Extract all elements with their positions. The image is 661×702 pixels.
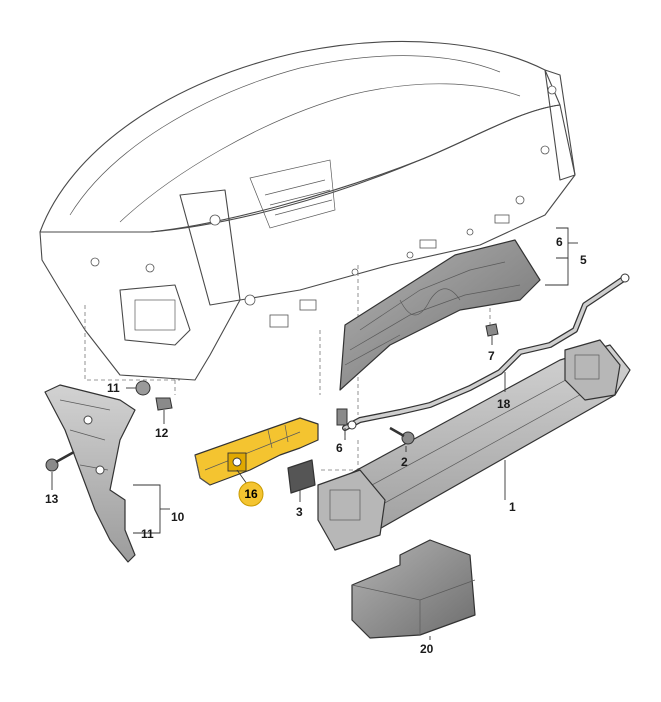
trunk-floor — [249, 159, 336, 229]
callout-labels: 6 5 7 18 6 2 3 1 20 11 12 13 10 11 16 — [45, 235, 587, 656]
fasteners — [45, 323, 499, 472]
part-3-pad — [287, 459, 316, 494]
callout-10: 10 — [171, 510, 185, 524]
callout-6-upper: 6 — [556, 235, 563, 249]
right-body-side — [544, 69, 576, 181]
part-11-clip — [135, 380, 151, 396]
callout-1: 1 — [509, 500, 516, 514]
callout-6-lower: 6 — [336, 441, 343, 455]
leader-lines — [51, 227, 578, 640]
rear-glass-roof — [39, 40, 561, 233]
callout-16: 16 — [244, 487, 258, 501]
left-taillight-cavity — [119, 284, 191, 346]
left-cavity-inner — [134, 299, 176, 331]
roof-reflection — [69, 55, 501, 216]
part-13-screw — [45, 450, 75, 472]
rear-body-shell — [39, 40, 576, 381]
callout-5: 5 — [580, 253, 587, 267]
callout-2: 2 — [401, 455, 408, 469]
part-7-nut — [485, 323, 499, 337]
trunk-floor-ribs — [264, 179, 333, 216]
callout-12: 12 — [155, 426, 169, 440]
part-1-bumper-beam — [317, 339, 631, 551]
part-2-screw — [389, 426, 415, 445]
callout-3: 3 — [296, 505, 303, 519]
callout-13: 13 — [45, 492, 59, 506]
roof-reflection-2 — [119, 83, 521, 223]
left-body-pillar — [179, 189, 241, 306]
part-10-side-bracket — [44, 384, 136, 563]
callout-20: 20 — [420, 642, 434, 656]
part-12-nut — [155, 397, 173, 411]
part-16-mounting-bracket — [194, 417, 319, 486]
part-20-foam-absorber — [351, 539, 476, 639]
callout-11-lower: 11 — [141, 527, 154, 541]
callout-7: 7 — [488, 349, 495, 363]
callout-18: 18 — [497, 397, 511, 411]
callout-16-circle — [238, 481, 264, 507]
part-6-bolt-lower — [336, 408, 348, 426]
part-5-rear-absorber — [339, 239, 541, 391]
part-18-wire-strip — [342, 273, 630, 431]
callout-11-upper: 11 — [107, 381, 120, 395]
rear-panel — [39, 104, 576, 381]
panel-holes — [90, 85, 557, 328]
